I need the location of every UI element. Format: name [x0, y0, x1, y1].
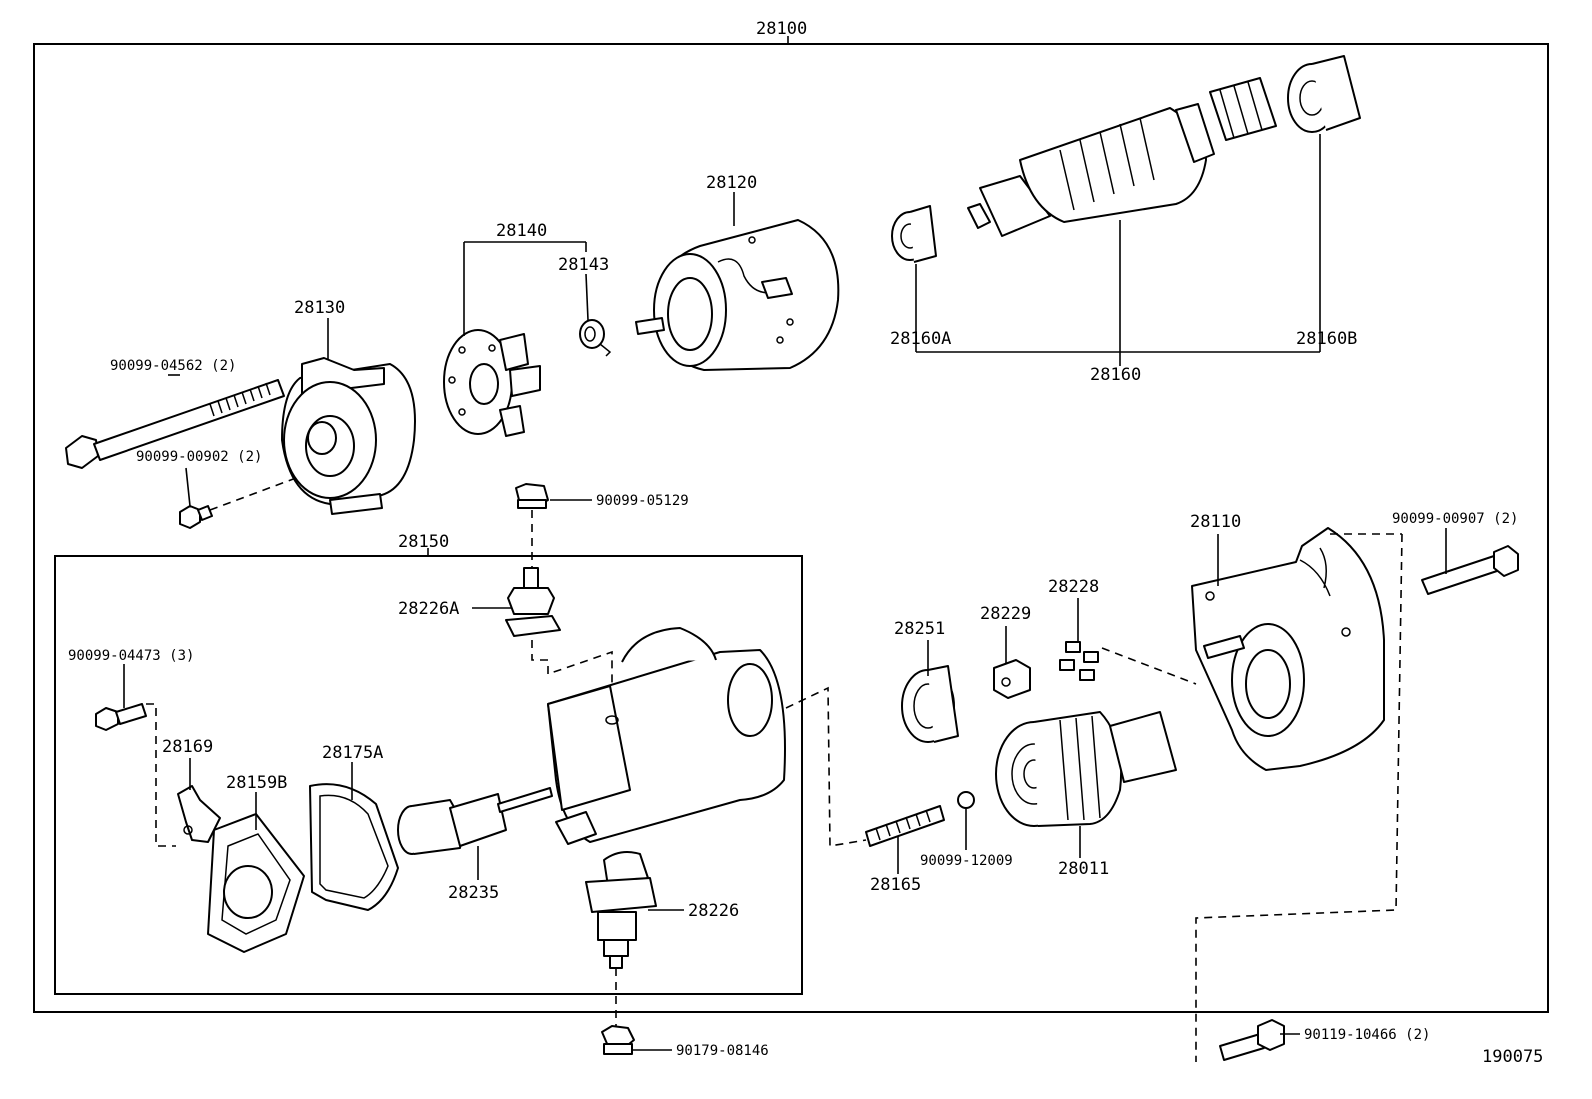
label-28169: 28169: [162, 737, 213, 757]
screw-90099-04473-part: [95, 703, 147, 731]
steel-ball-90099-12009-part: [957, 791, 975, 809]
label-28251: 28251: [894, 619, 945, 639]
nut-90099-05129-part: [515, 483, 549, 509]
compression-spring-28165-part: [865, 805, 945, 847]
label-28226A: 28226A: [398, 599, 459, 619]
bolt-90119-10466-part: [1219, 1019, 1285, 1061]
gasket-28175A-part: [309, 783, 399, 911]
label-90099-12009: 90099-12009: [920, 853, 1013, 869]
terminal-bolt-28226-part: [585, 851, 657, 969]
label-28226: 28226: [688, 901, 739, 921]
label-28235: 28235: [448, 883, 499, 903]
label-28011: 28011: [1058, 859, 1109, 879]
switch-housing-28150-part: [547, 627, 786, 845]
screw-90099-00902-part: [179, 505, 213, 529]
label-28100: 28100: [756, 19, 807, 39]
bearing-28160B-part: [1287, 55, 1361, 133]
label-90179-08146: 90179-08146: [676, 1043, 769, 1059]
bearing-28160A-part: [891, 205, 937, 263]
label-90099-04473: 90099-04473 (3): [68, 648, 194, 664]
label-28120: 28120: [706, 173, 757, 193]
contact-plate-28159B-part: [207, 813, 305, 953]
through-bolt-part: [65, 379, 285, 469]
nut-90179-08146-part: [601, 1025, 635, 1055]
label-90119-10466: 90119-10466 (2): [1304, 1027, 1430, 1043]
label-28130: 28130: [294, 298, 345, 318]
armature-28160-part: [967, 77, 1277, 237]
clamp-28169-part: [177, 785, 221, 843]
starter-clutch-28011-part: [995, 711, 1177, 827]
roller-28228-part: [1059, 641, 1099, 681]
label-28160: 28160: [1090, 365, 1141, 385]
label-28159B: 28159B: [226, 773, 287, 793]
label-90099-00907: 90099-00907 (2): [1392, 511, 1518, 527]
label-90099-05129: 90099-05129: [596, 493, 689, 509]
label-28143: 28143: [558, 255, 609, 275]
label-90099-04562: 90099-04562 (2): [110, 358, 236, 374]
yoke-28120-part: [635, 219, 840, 371]
label-28175A: 28175A: [322, 743, 383, 763]
brush-spring-28143-part: [579, 319, 612, 357]
terminal-bolt-28226A-part: [505, 567, 561, 637]
label-28140: 28140: [496, 221, 547, 241]
bolt-90099-00907-part: [1421, 545, 1519, 595]
label-28165: 28165: [870, 875, 921, 895]
label-28229: 28229: [980, 604, 1031, 624]
end-frame-28130-part: [281, 357, 416, 515]
label-90099-00902: 90099-00902 (2): [136, 449, 262, 465]
label-28160B: 28160B: [1296, 329, 1357, 349]
brush-holder-28140-part: [443, 329, 541, 437]
assembly-frame-28100: [33, 43, 1549, 1013]
retainer-28229-part: [993, 659, 1031, 699]
label-28228: 28228: [1048, 577, 1099, 597]
label-28110: 28110: [1190, 512, 1241, 532]
drive-housing-28110-part: [1191, 527, 1385, 771]
figure-number: 190075: [1482, 1047, 1543, 1067]
label-28150: 28150: [398, 532, 449, 552]
idle-gear-28251-part: [901, 665, 959, 743]
label-28160A: 28160A: [890, 329, 951, 349]
plunger-28235-part: [397, 787, 553, 855]
